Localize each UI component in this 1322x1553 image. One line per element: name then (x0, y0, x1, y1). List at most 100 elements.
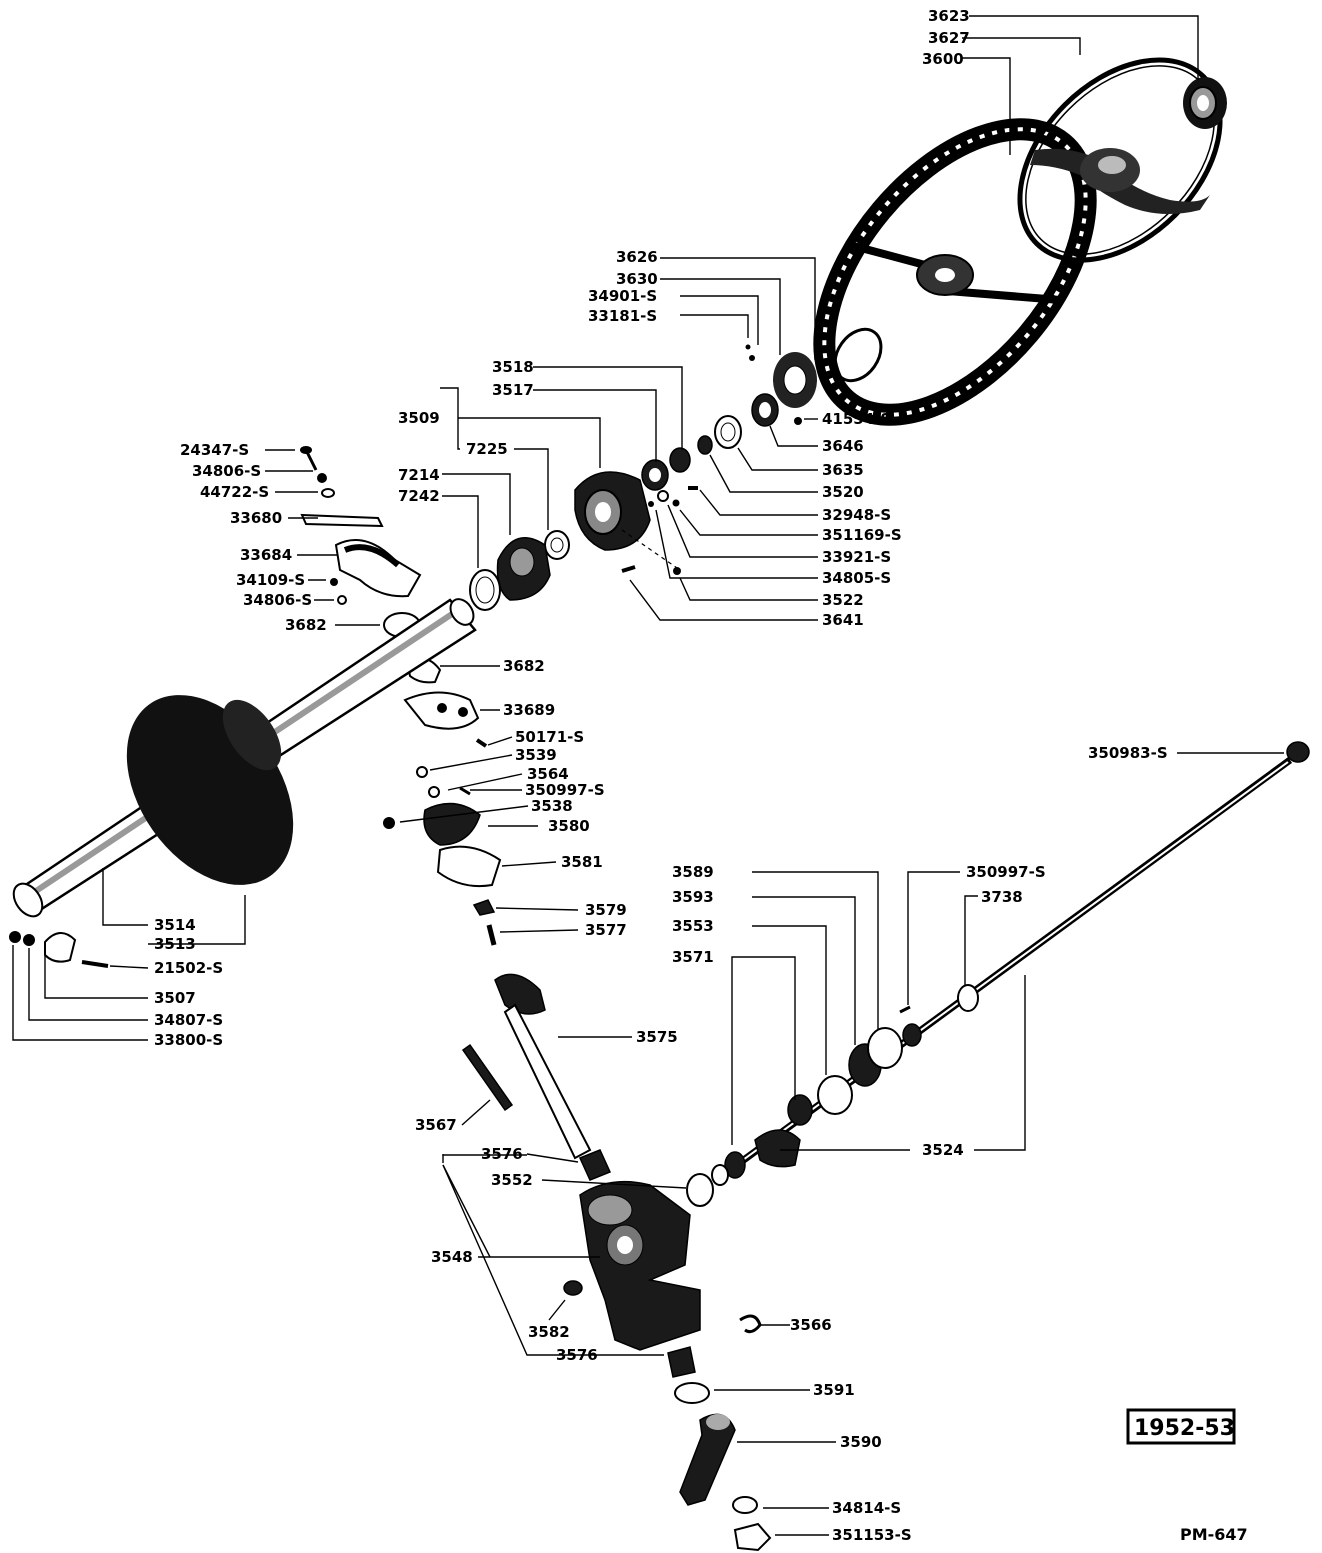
snap-ring (833, 327, 883, 383)
label-33689: 33689 (503, 701, 555, 719)
label-21502s: 21502-S (154, 959, 223, 977)
bushing-upper (578, 1149, 612, 1181)
label-7214: 7214 (398, 466, 440, 484)
lower-clamp (9, 931, 109, 968)
label-350997s-a: 350997-S (525, 781, 605, 799)
label-3576-a: 3576 (481, 1145, 523, 1163)
label-3682-b: 3682 (503, 657, 545, 675)
washer-34814 (732, 1496, 758, 1514)
label-33181s: 33181-S (588, 307, 657, 325)
year-badge: 1952-53 (1126, 1408, 1236, 1445)
label-3522: 3522 (822, 591, 864, 609)
label-3738: 3738 (981, 888, 1023, 906)
label-3566: 3566 (790, 1316, 832, 1334)
steering-shaft-worm (711, 741, 1310, 1186)
label-351169s: 351169-S (822, 526, 902, 544)
label-34806s-b: 34806-S (243, 591, 312, 609)
label-33921s: 33921-S (822, 548, 891, 566)
label-350997s-b: 350997-S (966, 863, 1046, 881)
label-3548: 3548 (431, 1248, 473, 1266)
nut-351153 (733, 1522, 772, 1552)
label-34901s: 34901-S (588, 287, 657, 305)
leader-lines (12, 15, 1284, 1536)
label-3539: 3539 (515, 746, 557, 764)
bearing-3517 (641, 459, 669, 491)
label-3567: 3567 (415, 1116, 457, 1134)
housing-7214 (496, 537, 551, 601)
label-3564: 3564 (527, 765, 569, 783)
part-illustrations (9, 57, 1310, 1552)
label-350983s: 350983-S (1088, 744, 1168, 762)
seal-3552 (686, 1173, 714, 1207)
bearing-7225 (544, 530, 570, 560)
label-3517: 3517 (492, 381, 534, 399)
label-3577: 3577 (585, 921, 627, 939)
label-3552: 3552 (491, 1171, 533, 1189)
label-3682-a: 3682 (285, 616, 327, 634)
label-3553: 3553 (672, 917, 714, 935)
bearing-3518 (669, 447, 691, 473)
label-3582: 3582 (528, 1323, 570, 1341)
label-24347s: 24347-S (180, 441, 249, 459)
label-44722s: 44722-S (200, 483, 269, 501)
seal-7242 (469, 569, 501, 611)
plate-code: PM-647 (1180, 1525, 1248, 1544)
screw-small (745, 344, 751, 350)
dashed-guide (621, 529, 681, 571)
part-labels: 3623 3627 3600 3626 3630 34901-S 33181-S… (154, 7, 1168, 1544)
year-text: 1952-53 (1134, 1416, 1235, 1441)
upper-bearing-parts (697, 393, 802, 455)
steering-column (12, 598, 477, 918)
label-3591: 3591 (813, 1381, 855, 1399)
label-33684: 33684 (240, 546, 292, 564)
label-33680: 33680 (230, 509, 282, 527)
label-3593: 3593 (672, 888, 714, 906)
label-34805s: 34805-S (822, 569, 891, 587)
label-3518: 3518 (492, 358, 534, 376)
label-3509: 3509 (398, 409, 440, 427)
screw-small (749, 355, 755, 361)
label-50171s: 50171-S (515, 728, 584, 746)
label-3575: 3575 (636, 1028, 678, 1046)
label-3513: 3513 (154, 935, 196, 953)
nut-3582 (563, 1280, 583, 1296)
label-34807s: 34807-S (154, 1011, 223, 1029)
clip-3566 (739, 1314, 762, 1334)
label-7242: 7242 (398, 487, 440, 505)
label-3590: 3590 (840, 1433, 882, 1451)
screw-small (672, 499, 680, 507)
label-3538: 3538 (531, 797, 573, 815)
label-34806s-a: 34806-S (192, 462, 261, 480)
label-7225: 7225 (466, 440, 508, 458)
label-3514: 3514 (154, 916, 196, 934)
label-33800s: 33800-S (154, 1031, 223, 1049)
label-3581: 3581 (561, 853, 603, 871)
washer-small (648, 501, 654, 507)
washer-3591 (674, 1382, 710, 1404)
pitman-arm (679, 1413, 736, 1506)
label-34109s: 34109-S (236, 571, 305, 589)
contact-plate (773, 352, 817, 408)
signal-switch-housing (574, 471, 651, 551)
screw-small (673, 567, 681, 575)
label-3630: 3630 (616, 270, 658, 288)
label-41554s: 41554-S (822, 410, 891, 428)
label-3635: 3635 (822, 461, 864, 479)
cover-parts (383, 738, 502, 946)
label-3580: 3580 (548, 817, 590, 835)
label-3579: 3579 (585, 901, 627, 919)
label-3600: 3600 (922, 50, 964, 68)
washer-small (657, 490, 669, 502)
label-3623: 3623 (928, 7, 970, 25)
pin-3567 (461, 1043, 514, 1112)
bushing-lower (667, 1346, 696, 1378)
label-3571: 3571 (672, 948, 714, 966)
label-3520: 3520 (822, 483, 864, 501)
horn-button (1183, 77, 1227, 129)
horn-ring (1017, 57, 1223, 263)
label-34814s: 34814-S (832, 1499, 901, 1517)
gear-housing (579, 1180, 701, 1351)
label-32948s: 32948-S (822, 506, 891, 524)
label-3627: 3627 (928, 29, 970, 47)
